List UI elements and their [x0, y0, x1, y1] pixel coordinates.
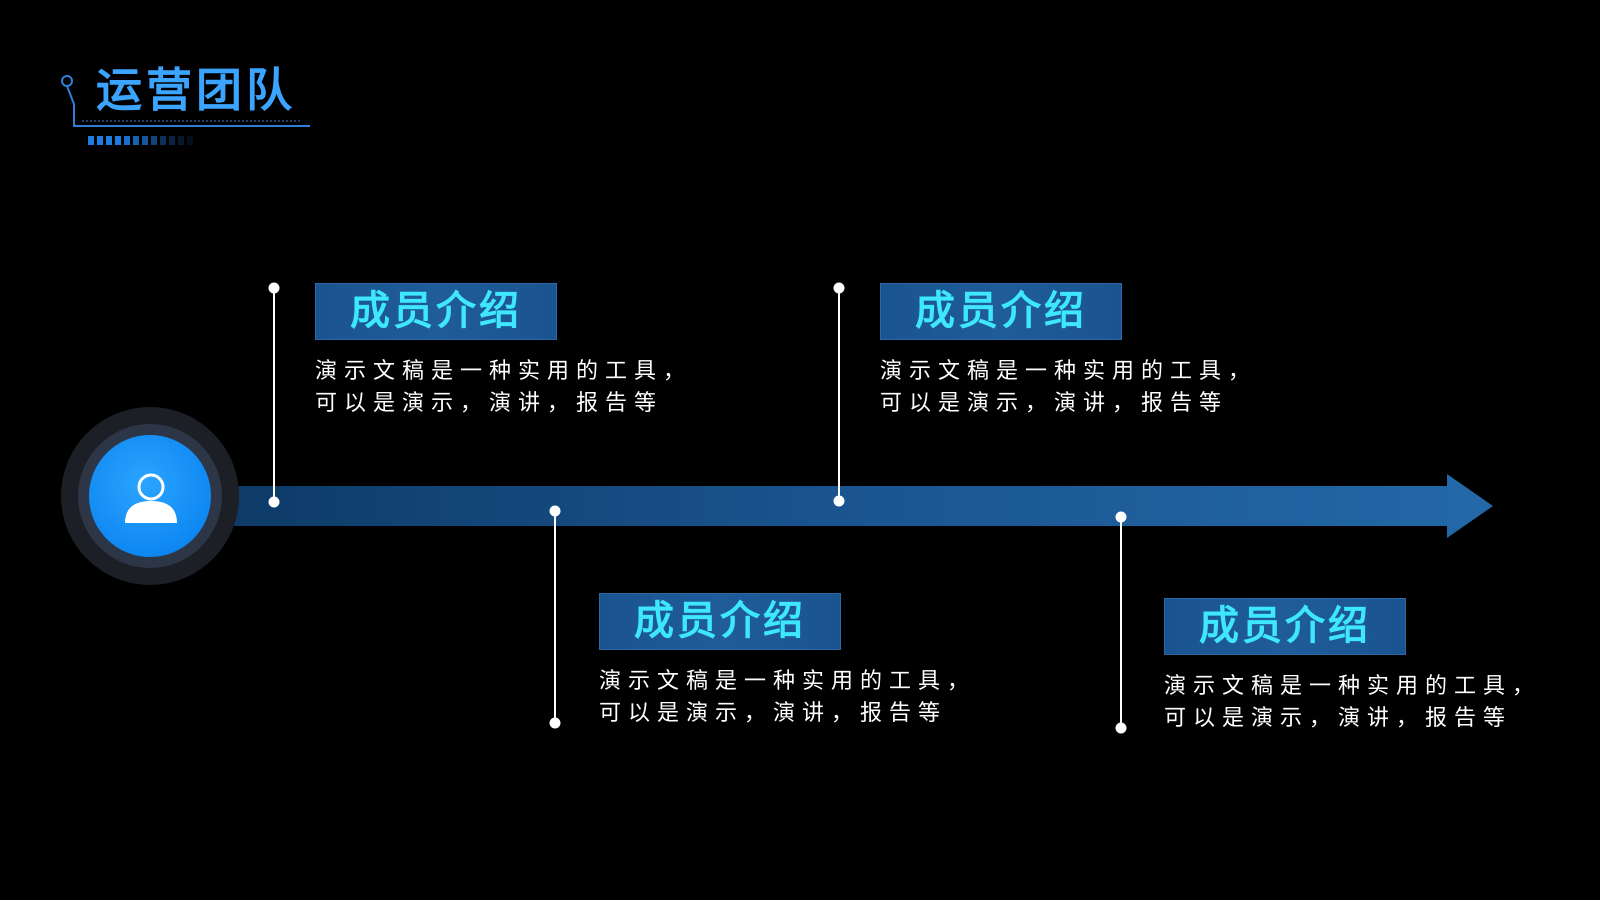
- page-title: 运营团队: [96, 63, 296, 117]
- hub-core: [89, 435, 211, 557]
- member-desc-line: 演示文稿是一种实用的工具，: [880, 359, 1258, 384]
- member-desc-line: 演示文稿是一种实用的工具，: [315, 359, 693, 384]
- member-desc-line: 演示文稿是一种实用的工具，: [1164, 674, 1542, 699]
- member-desc-line: 演示文稿是一种实用的工具，: [599, 669, 977, 694]
- member-desc-line: 可以是演示，演讲，报告等: [599, 701, 948, 726]
- connector-3: [833, 282, 845, 507]
- connector-4: [1115, 511, 1127, 734]
- connector-1: [268, 282, 280, 508]
- member-description: 演示文稿是一种实用的工具， 可以是演示，演讲，报告等: [599, 666, 979, 730]
- member-desc-line: 可以是演示，演讲，报告等: [880, 391, 1229, 416]
- member-desc-line: 可以是演示，演讲，报告等: [315, 391, 664, 416]
- connector-2: [549, 505, 561, 729]
- title-decoration: [61, 75, 310, 145]
- member-title-badge: 成员介绍: [599, 593, 841, 650]
- member-title: 成员介绍: [1199, 603, 1371, 649]
- member-desc-line: 可以是演示，演讲，报告等: [1164, 706, 1513, 731]
- user-icon: [125, 473, 177, 523]
- member-description: 演示文稿是一种实用的工具， 可以是演示，演讲，报告等: [315, 356, 695, 420]
- hub-circle: [61, 407, 239, 585]
- member-title: 成员介绍: [634, 598, 806, 644]
- hub-ring: [78, 424, 222, 568]
- member-title: 成员介绍: [915, 288, 1087, 334]
- member-card-2: 成员介绍 演示文稿是一种实用的工具， 可以是演示，演讲，报告等: [599, 593, 979, 730]
- timeline-arrow: [215, 474, 1493, 538]
- member-card-3: 成员介绍 演示文稿是一种实用的工具， 可以是演示，演讲，报告等: [880, 283, 1260, 420]
- member-title: 成员介绍: [350, 288, 522, 334]
- member-card-1: 成员介绍 演示文稿是一种实用的工具， 可以是演示，演讲，报告等: [315, 283, 695, 420]
- member-description: 演示文稿是一种实用的工具， 可以是演示，演讲，报告等: [880, 356, 1260, 420]
- member-description: 演示文稿是一种实用的工具， 可以是演示，演讲，报告等: [1164, 671, 1544, 735]
- header: 运营团队: [0, 0, 400, 160]
- member-card-4: 成员介绍 演示文稿是一种实用的工具， 可以是演示，演讲，报告等: [1164, 598, 1544, 735]
- member-title-badge: 成员介绍: [880, 283, 1122, 340]
- member-title-badge: 成员介绍: [315, 283, 557, 340]
- member-title-badge: 成员介绍: [1164, 598, 1406, 655]
